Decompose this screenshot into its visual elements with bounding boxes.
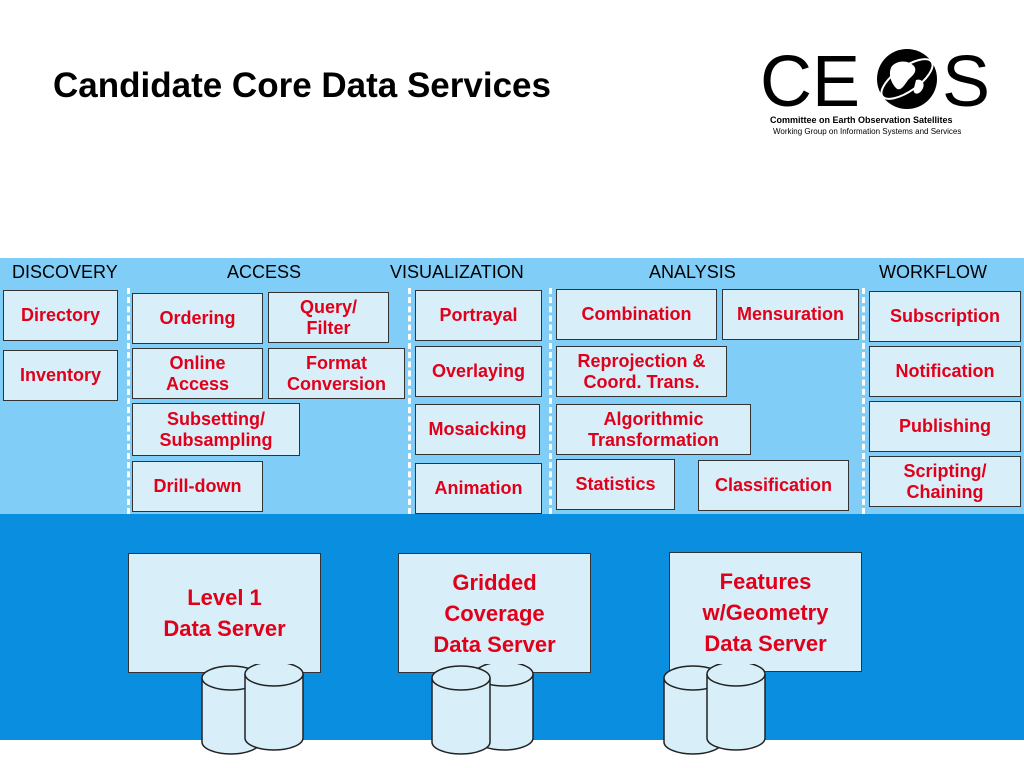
service-mensuration: Mensuration <box>722 289 859 340</box>
service-query-filter: Query/Filter <box>268 292 389 343</box>
service-portrayal: Portrayal <box>415 290 542 341</box>
service-animation: Animation <box>415 463 542 514</box>
column-divider <box>862 288 865 514</box>
globe-icon <box>877 49 937 109</box>
logo-letter-right: S <box>942 42 991 122</box>
column-header-analysis: ANALYSIS <box>649 262 736 282</box>
column-divider <box>549 288 552 514</box>
service-overlaying: Overlaying <box>415 346 542 397</box>
column-header-access: ACCESS <box>227 262 302 282</box>
service-drill-down: Drill-down <box>132 461 263 512</box>
column-divider <box>127 288 130 514</box>
service-statistics: Statistics <box>556 459 675 510</box>
service-subsetting: Subsetting/Subsampling <box>132 403 300 456</box>
service-publishing: Publishing <box>869 401 1021 452</box>
database-icon <box>663 664 766 755</box>
service-classification: Classification <box>698 460 849 511</box>
database-icon <box>431 664 534 755</box>
service-notification: Notification <box>869 346 1021 397</box>
service-reprojection: Reprojection &Coord. Trans. <box>556 346 727 397</box>
logo-letters-left: CE <box>760 42 861 122</box>
column-header-discovery: DISCOVERY <box>12 262 118 282</box>
service-subscription: Subscription <box>869 291 1021 342</box>
database-icon <box>201 664 304 755</box>
column-header-workflow: WORKFLOW <box>879 262 987 282</box>
column-header-visualization: VISUALIZATION <box>390 262 524 282</box>
service-directory: Directory <box>3 290 118 341</box>
service-combination: Combination <box>556 289 717 340</box>
service-mosaicking: Mosaicking <box>415 404 540 455</box>
logo-subtitle-1: Committee on Earth Observation Satellite… <box>770 115 953 125</box>
page-title: Candidate Core Data Services <box>53 66 551 105</box>
service-inventory: Inventory <box>3 350 118 401</box>
column-divider <box>408 288 411 514</box>
service-ordering: Ordering <box>132 293 263 344</box>
service-scripting-chaining: Scripting/Chaining <box>869 456 1021 507</box>
logo-subtitle-2: Working Group on Information Systems and… <box>773 127 962 136</box>
